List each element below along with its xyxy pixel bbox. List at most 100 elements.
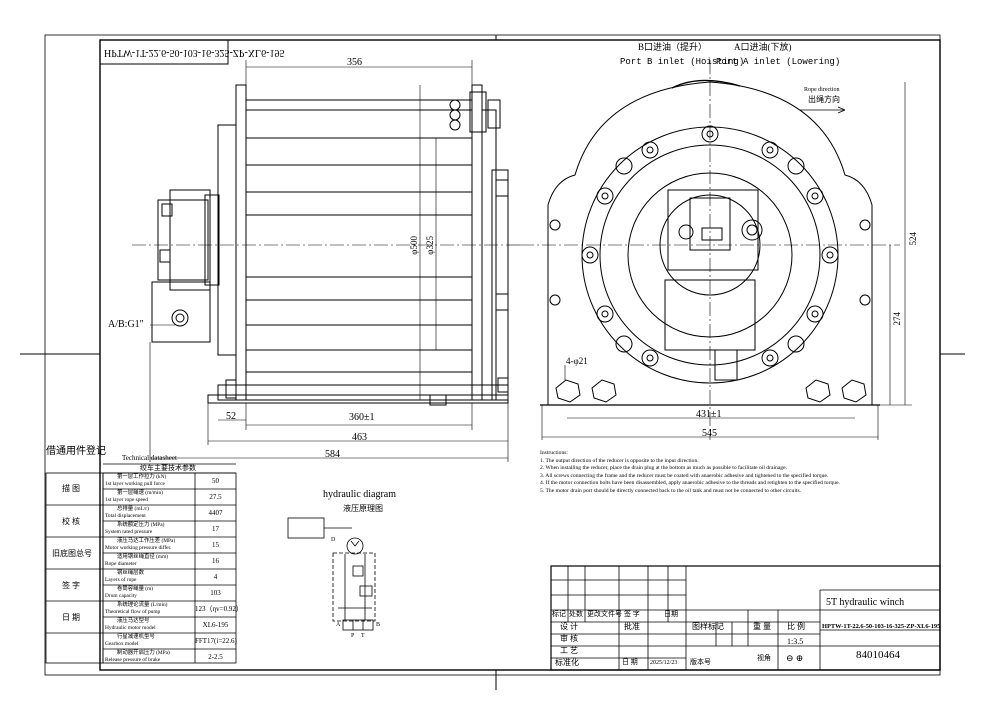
side-label-old: 旧底图总号 <box>52 549 92 558</box>
datasheet-param-en: Rope diameter <box>105 561 137 567</box>
dim-500: φ500 <box>409 236 419 255</box>
hydraulic-title-en: hydraulic diagram <box>323 489 397 500</box>
inner-border <box>99 39 941 671</box>
datasheet-row: 第一层工作拉力 (kN)1st layer working pull force… <box>103 474 236 490</box>
dim-584: 584 <box>325 449 340 460</box>
hydraulic-title-cn: 液压原理图 <box>343 504 383 513</box>
instruction-item: 3. All screws connecting the frame and t… <box>540 472 829 479</box>
datasheet-param-en: Hydraulic motor model <box>105 625 156 631</box>
product-name: 5T hydraulic winch <box>826 597 905 608</box>
datasheet-param-cn: 行星减速机型号 <box>117 634 155 640</box>
datasheet-param-cn: 第一层绳速 (m/min) <box>117 490 163 496</box>
datasheet-table <box>45 463 237 664</box>
role-process: 工 艺 <box>560 646 578 655</box>
instruction-item: 4. If the motor connection bolts have be… <box>540 480 840 487</box>
datasheet-title-cn: 绞车主要技术参数 <box>140 464 196 472</box>
instruction-item: 2. When installing the reducer, place th… <box>540 465 787 472</box>
hole-spec: 4-φ21 <box>566 356 588 366</box>
instruction-item: 5. The motor drain port should be direct… <box>540 487 802 494</box>
side-label-check: 校 核 <box>62 517 80 526</box>
title-block <box>550 565 941 671</box>
datasheet-row: 制动器开启压力 (MPa)Release pressure of brake 2-… <box>103 650 236 666</box>
role-standard: 标准化 <box>555 658 579 667</box>
version-label: 版本号 <box>690 658 711 666</box>
scale-value: 1:3.5 <box>787 637 804 646</box>
datasheet-param-cn: 制动器开启压力 (MPa) <box>117 650 170 656</box>
dim-360: 360±1 <box>349 412 375 423</box>
datasheet-param-cn: 液压马达工作压差 (MPa) <box>117 538 176 544</box>
datasheet-param-cn: 系统额定压力 (MPa) <box>117 522 165 528</box>
instructions-heading: Instructions: <box>540 450 568 456</box>
stage-label: 图样标记 <box>692 622 724 631</box>
datasheet-param-cn: 卷筒容绳量 (m) <box>117 586 154 592</box>
datasheet-value: 17 <box>212 525 219 533</box>
rope-direction-cn: 出绳方向 <box>808 95 840 104</box>
hydraulic-schematic <box>287 517 376 631</box>
datasheet-value: 123（ηv=0.92） <box>195 605 243 613</box>
datasheet-param-en: Gearbox model <box>105 641 139 647</box>
datasheet-param-en: Drum capacity <box>105 593 137 599</box>
datasheet-row: 系统理论流量 (L/min)Theoretical flow of pump 12… <box>103 602 243 618</box>
role-design: 设 计 <box>560 622 578 631</box>
hyd-label-t: T <box>361 633 365 639</box>
datasheet-param-cn: 钢丝绳层数 <box>117 570 144 576</box>
datasheet-title-en: Technical datasheet <box>122 454 177 462</box>
side-label-draw: 描 图 <box>62 484 80 493</box>
date-value: 2025/12/23 <box>650 660 678 666</box>
datasheet-param-en: 1st layer rope speed <box>105 497 148 503</box>
ab-port-label: A/B:G1" <box>108 319 144 330</box>
port-a-en: Port A inlet (Lowering) <box>716 57 841 67</box>
dim-52: 52 <box>226 411 236 422</box>
datasheet-param-en: Release pressure of brake <box>105 657 161 663</box>
datasheet-value: 103 <box>210 589 221 597</box>
datasheet-param-en: System rated pressure <box>105 529 153 535</box>
datasheet-param-cn: 第一层工作拉力 (kN) <box>117 474 167 480</box>
datasheet-param-en: Theoretical flow of pump <box>105 609 161 615</box>
datasheet-value: 2-2.5 <box>208 653 223 661</box>
rev-header-count: 处数 <box>569 610 583 618</box>
port-a-cn: A口进油(下放) <box>734 42 792 52</box>
datasheet-value: 27.5 <box>209 493 222 501</box>
left-register-label: 借通用件登记 <box>46 446 106 457</box>
dim-545: 545 <box>702 428 717 439</box>
view-symbol-icon: ⊖ ⊕ <box>786 653 804 663</box>
datasheet-param-cn: 系统理论流量 (L/min) <box>117 602 168 608</box>
role-review: 审 核 <box>560 634 578 643</box>
datasheet-param-en: Total displacement <box>105 513 146 519</box>
instructions-block: Instructions: 1. The output direction of… <box>540 450 880 495</box>
scale-label: 比 例 <box>787 622 805 631</box>
view-label: 视角 <box>757 654 771 662</box>
rev-header-file: 更改文件号 <box>587 610 622 618</box>
hyd-label-p: P <box>351 633 355 639</box>
datasheet-value: 50 <box>212 477 219 485</box>
port-b-en: Port B inlet (Hoisting) <box>620 57 745 67</box>
datasheet-value: FFT17(i=22.6) <box>195 637 237 645</box>
datasheet-value: 4 <box>213 573 218 581</box>
dim-524: 524 <box>908 232 918 246</box>
dim-274: 274 <box>892 312 902 326</box>
port-b-cn: B口进油（提升） <box>638 42 708 52</box>
datasheet-param-en: Motor working pressure differ. <box>105 545 172 551</box>
dim-463: 463 <box>352 432 367 443</box>
datasheet-value: 15 <box>212 541 219 549</box>
side-view <box>132 60 520 462</box>
mirrored-drawing-code: HPTW-1T-22.6-50-103-16-325-ZP-XL6-195 <box>104 47 285 58</box>
datasheet-param-en: Layers of rope <box>105 577 137 583</box>
side-label-date: 日 期 <box>62 613 80 622</box>
datasheet-row: 系统额定压力 (MPa)System rated pressure 17 <box>103 522 236 538</box>
date-label: 日 期 <box>622 658 638 666</box>
rev-header-date: 日期 <box>664 610 678 618</box>
datasheet-row: 液压马达工作压差 (MPa)Motor working pressure dif… <box>103 538 236 554</box>
datasheet-row: 卷筒容绳量 (m)Drum capacity 103 <box>103 586 236 602</box>
rev-header-mark: 标记 <box>552 610 566 618</box>
datasheet-param-cn: 总排量 (mL/r) <box>117 506 149 512</box>
dim-356: 356 <box>347 57 362 68</box>
dim-325: φ325 <box>425 236 435 255</box>
datasheet-value: 4407 <box>208 509 223 517</box>
drawing-code: HPTW-1T-22.6-50-103-16-325-ZP-XL6-195 <box>822 623 941 630</box>
dim-431: 431±1 <box>696 409 722 420</box>
